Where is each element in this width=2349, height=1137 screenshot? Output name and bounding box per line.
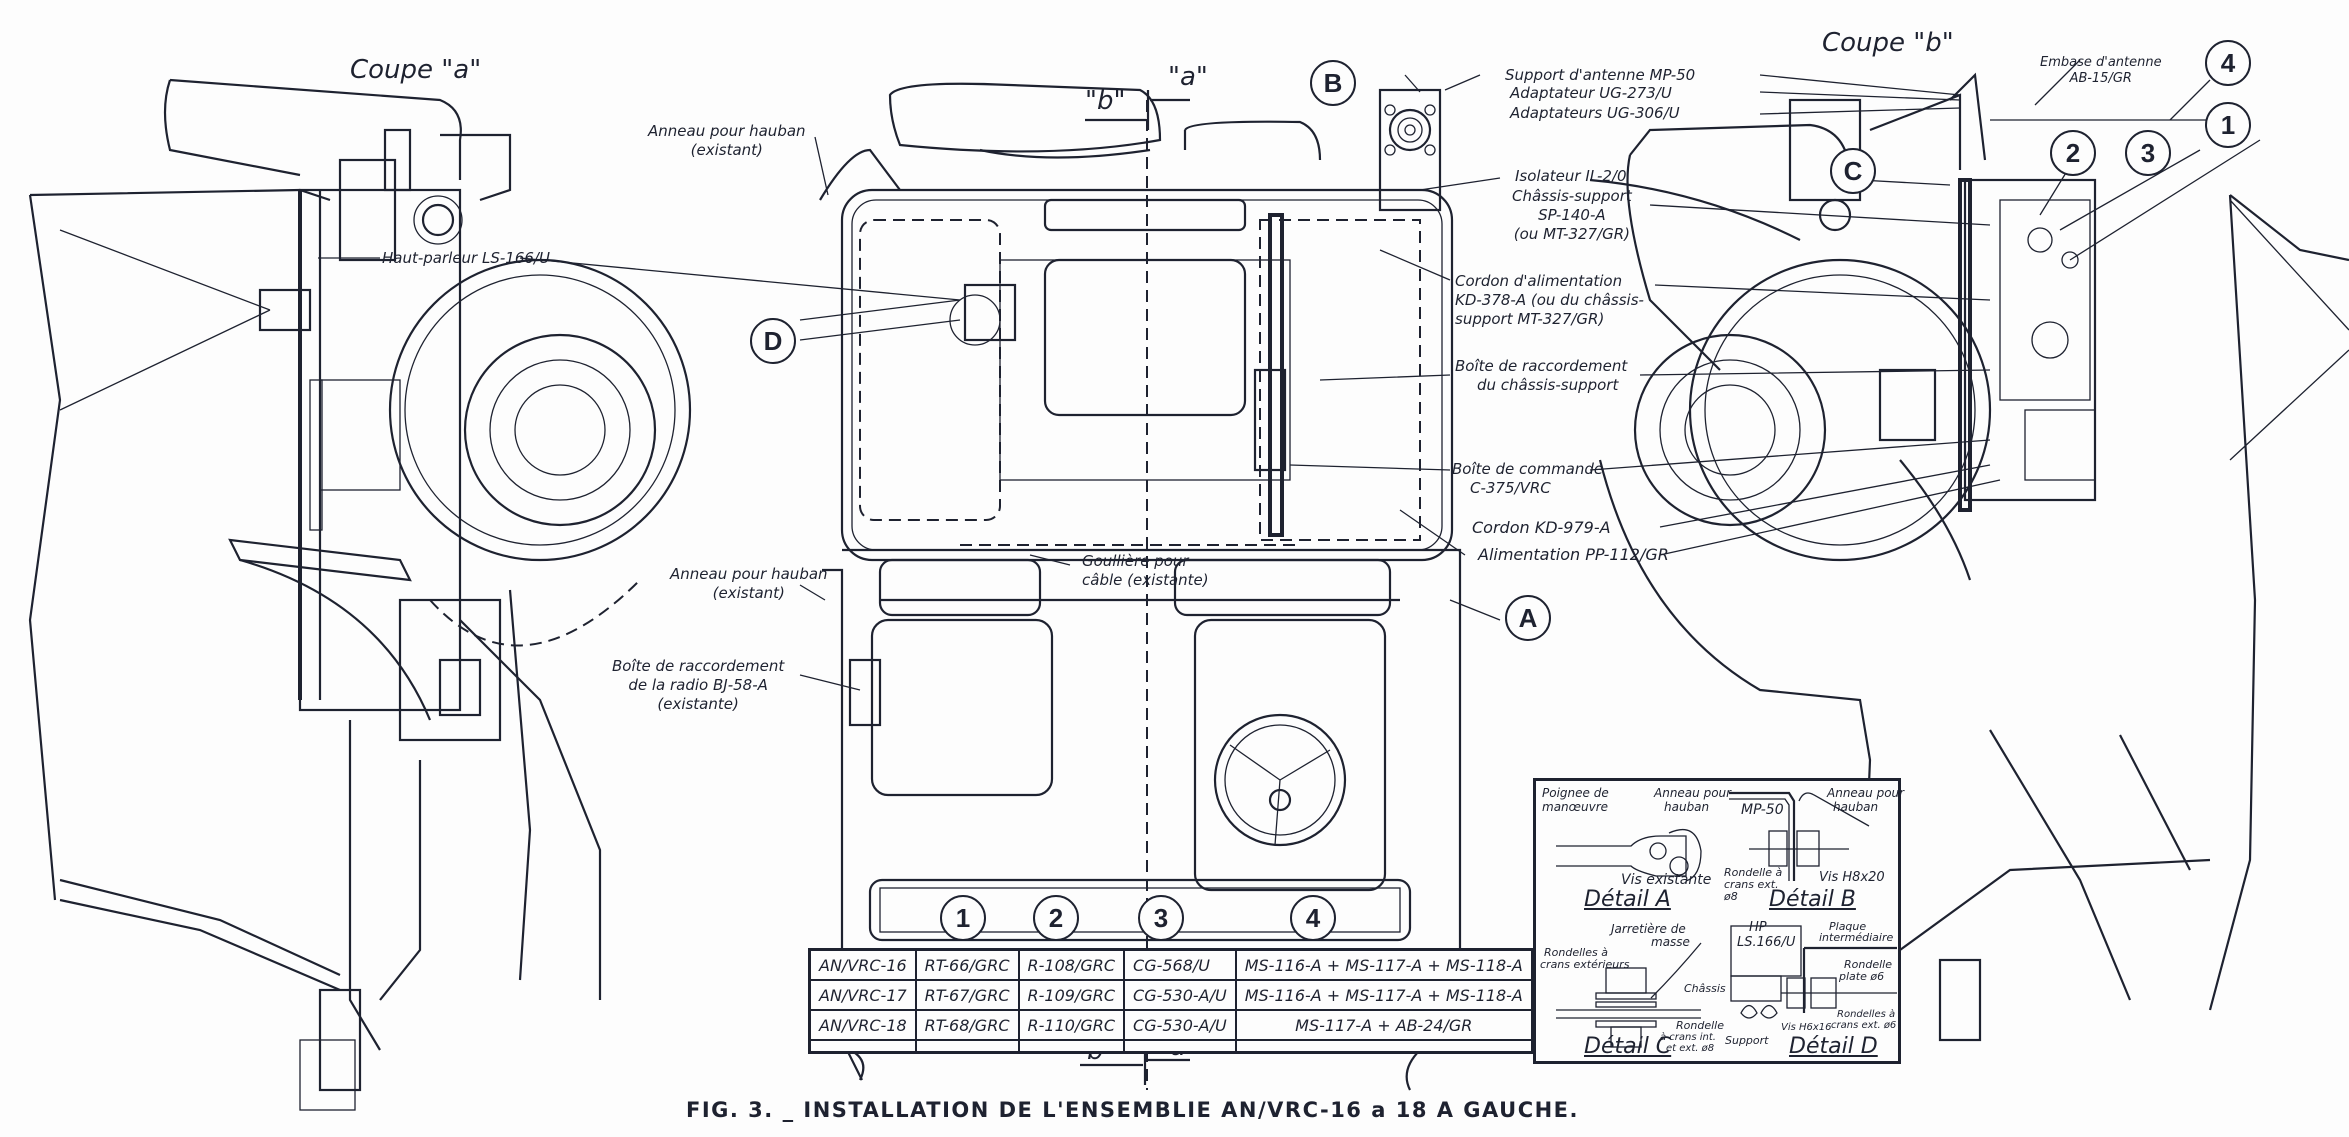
table-row: AN/VRC-17 RT-67/GRC R-109/GRC CG-530-A/U… (808, 979, 1534, 1011)
table-cell: RT-66/GRC (914, 948, 1020, 981)
detail-a-drawing (1556, 828, 1702, 882)
antenna-4-bubble: 4 (2205, 40, 2251, 86)
table-row: AN/VRC-16 RT-66/GRC R-108/GRC CG-568/U M… (808, 948, 1534, 981)
callout-boite-commande: Boîte de commande C-375/VRC (1452, 460, 1604, 497)
table-cell (1017, 1039, 1126, 1054)
callout-embase-antenne: Embase d'antenne AB-15/GR (2040, 55, 2162, 86)
table-cell: R-109/GRC (1017, 979, 1126, 1011)
position-1-bubble: 1 (940, 895, 986, 941)
detail-ref-d-bubble: D (750, 318, 796, 364)
left-view-coupe-a (28, 78, 692, 1111)
detail-ref-c-bubble: C (1830, 148, 1876, 194)
section-marker-b-top: "b" (1085, 86, 1126, 116)
table-cell: AN/VRC-17 (808, 979, 917, 1011)
right-view-coupe-b (1589, 72, 2349, 1042)
table-cell: RT-68/GRC (914, 1009, 1020, 1041)
callout-isolateur: Isolateur IL-2/0 (1515, 167, 1627, 185)
figure-caption: FIG. 3. _ INSTALLATION DE L'ENSEMBLIE AN… (686, 1098, 1580, 1122)
detail-b-title: Détail B (1769, 887, 1856, 912)
detail-d-panel: HP LS.166/U Plaque intermédiaire Rondell… (1719, 918, 1898, 1061)
table-cell: R-110/GRC (1017, 1009, 1126, 1041)
callout-anneau-hauban-top: Anneau pour hauban (existant) (648, 122, 806, 159)
leader-lines (318, 59, 2261, 691)
detail-d-title: Détail D (1789, 1034, 1878, 1059)
callout-adaptateur-ug273: Adaptateur UG-273/U (1510, 84, 1672, 102)
table-cell: RT-67/GRC (914, 979, 1020, 1011)
table-row-empty (808, 1039, 1534, 1054)
callout-support-antenne: Support d'antenne MP-50 (1505, 66, 1696, 84)
callout-goulliere: Goullière pour câble (existante) (1082, 552, 1209, 589)
unit-2-bubble: 2 (2050, 130, 2096, 176)
callout-cordon-alimentation: Cordon d'alimentation KD-378-A (ou du ch… (1455, 272, 1644, 328)
detail-b-panel: MP-50 Anneau pour hauban Rondelle à cran… (1719, 781, 1904, 918)
callout-alimentation-pp112: Alimentation PP-112/GR (1478, 545, 1669, 564)
table-cell: R-108/GRC (1017, 948, 1126, 981)
detail-a-title: Détail A (1584, 887, 1671, 912)
detail-ref-a-bubble: A (1505, 595, 1551, 641)
detail-c-title: Détail C (1584, 1034, 1672, 1059)
table-cell: CG-530-A/U (1123, 1009, 1237, 1041)
table-cell (1123, 1039, 1237, 1054)
position-3-bubble: 3 (1138, 895, 1184, 941)
table-cell: AN/VRC-18 (808, 1009, 917, 1041)
detail-d-drawing (1730, 925, 1897, 1019)
callout-chassis-support: Châssis-support SP-140-A (ou MT-327/GR) (1512, 187, 1632, 243)
table-cell: CG-530-A/U (1123, 979, 1237, 1011)
table-cell: AN/VRC-16 (808, 948, 917, 981)
table-cell: MS-116-A + MS-117-A + MS-118-A (1234, 979, 1534, 1011)
unit-3-bubble: 3 (2125, 130, 2171, 176)
detail-c-drawing (1556, 942, 1702, 1048)
callout-boite-raccordement-chassis: Boîte de raccordement du châssis-support (1455, 357, 1628, 394)
callout-anneau-hauban-mid: Anneau pour hauban (existant) (670, 565, 828, 602)
callout-cordon-kd979: Cordon KD-979-A (1472, 518, 1611, 537)
unit-1-bubble: 1 (2205, 102, 2251, 148)
detail-ref-b-bubble: B (1310, 60, 1356, 106)
equipment-table: AN/VRC-16 RT-66/GRC R-108/GRC CG-568/U M… (808, 948, 1534, 1054)
table-cell: MS-116-A + MS-117-A + MS-118-A (1234, 948, 1534, 981)
view-title-coupe-a: Coupe "a" (350, 55, 482, 85)
callout-boite-raccordement-radio: Boîte de raccordement de la radio BJ-58-… (612, 657, 785, 713)
detail-c-panel: Jarretière de masse Rondelles à crans ex… (1536, 918, 1726, 1061)
callout-adaptateurs-ug306: Adaptateurs UG-306/U (1510, 104, 1680, 122)
details-box: Poignee de manœuvre Anneau pour hauban V… (1533, 778, 1904, 1064)
table-cell: CG-568/U (1123, 948, 1237, 981)
table-cell: MS-117-A + AB-24/GR (1234, 1009, 1534, 1041)
table-cell (1234, 1039, 1534, 1054)
section-marker-a-top: "a" (1168, 62, 1208, 92)
detail-a-panel: Poignee de manœuvre Anneau pour hauban V… (1536, 781, 1731, 918)
position-4-bubble: 4 (1290, 895, 1336, 941)
table-cell (914, 1039, 1020, 1054)
callout-haut-parleur: Haut-parleur LS-166/U (382, 249, 550, 267)
table-cell (808, 1039, 917, 1054)
view-title-coupe-b: Coupe "b" (1822, 28, 1954, 58)
position-2-bubble: 2 (1033, 895, 1079, 941)
detail-b-drawing (1729, 791, 1870, 881)
table-row: AN/VRC-18 RT-68/GRC R-110/GRC CG-530-A/U… (808, 1009, 1534, 1041)
